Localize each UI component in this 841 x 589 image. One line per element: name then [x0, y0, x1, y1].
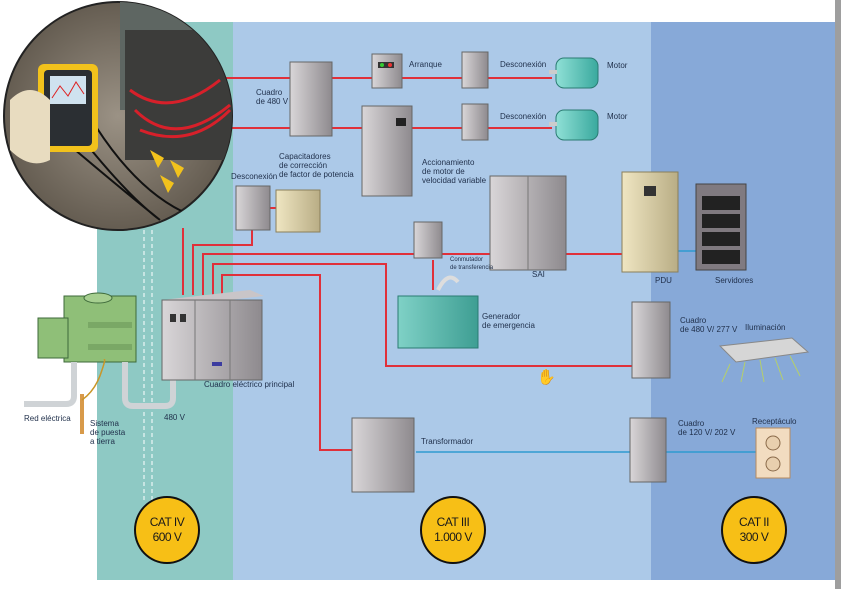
- cat-iii-badge: CAT III 1.000 V: [420, 496, 486, 564]
- cat-iv-voltage: 600 V: [152, 530, 182, 544]
- label-480v: 480 V: [164, 413, 185, 422]
- panel-480-277v: [631, 301, 671, 379]
- label-pdu: PDU: [655, 276, 672, 285]
- scrollbar[interactable]: [835, 0, 841, 589]
- label-sai: SAI: [532, 270, 545, 279]
- pdu-cabinet: [621, 171, 679, 273]
- cat-iii-name: CAT III: [436, 515, 470, 529]
- label-cuadro-480v: Cuadro de 480 V: [256, 88, 289, 106]
- label-desconexion-3: Desconexión: [231, 172, 278, 181]
- conduit-pipes: [24, 362, 176, 409]
- disconnect-2: [461, 103, 489, 141]
- label-conmutador: Conmutador de transferencia: [450, 257, 494, 271]
- label-motor-2: Motor: [607, 112, 628, 121]
- label-desconexion-2: Desconexión: [500, 112, 547, 121]
- cat-iii-voltage: 1.000 V: [434, 530, 472, 544]
- transfer-switch: [413, 221, 443, 259]
- panel-120-202v: [629, 417, 667, 483]
- label-generador: Generador de emergencia: [482, 312, 535, 330]
- disconnect-1: [461, 51, 489, 89]
- cat-iv-name: CAT IV: [149, 515, 185, 529]
- branch-lines: [416, 250, 756, 453]
- cat-iv-badge: CAT IV 600 V: [134, 496, 200, 564]
- cat-ii-zone: [651, 22, 835, 580]
- disconnect-3: [235, 185, 271, 231]
- label-cuadro-principal: Cuadro eléctrico principal: [204, 380, 295, 389]
- motor-starter: [371, 53, 403, 89]
- label-motor-1: Motor: [607, 61, 628, 70]
- dashed-service-lines: [143, 230, 153, 500]
- pf-capacitors: [275, 189, 321, 233]
- cat-ii-badge: CAT II 300 V: [721, 496, 787, 564]
- motor-1: [549, 57, 599, 89]
- main-switchboard: [161, 290, 264, 381]
- label-desconexion-1: Desconexión: [500, 60, 547, 69]
- hand-cursor-icon: ✋: [537, 369, 556, 386]
- label-cuadro-480-277v: Cuadro de 480 V/ 277 V: [680, 316, 738, 334]
- receptacle: [755, 427, 791, 479]
- emergency-generator: [397, 275, 479, 349]
- label-capacitadores: Capacitadores de corrección de factor de…: [279, 152, 354, 179]
- panel-480v: [289, 61, 333, 137]
- cat-ii-voltage: 300 V: [739, 530, 769, 544]
- label-red-electrica: Red eléctrica: [24, 414, 71, 423]
- label-iluminacion: Iluminación: [745, 323, 786, 332]
- motor-2: [549, 109, 599, 141]
- label-accionamiento: Accionamiento de motor de velocidad vari…: [422, 158, 487, 185]
- ups-cabinet: [489, 175, 567, 271]
- server-rack: [695, 183, 747, 271]
- label-cuadro-120-202v: Cuadro de 120 V/ 202 V: [678, 419, 736, 437]
- label-receptaculo: Receptáculo: [752, 417, 797, 426]
- label-arranque: Arranque: [409, 60, 442, 69]
- cat-ii-name: CAT II: [739, 515, 769, 529]
- lighting-fixture: [718, 337, 810, 383]
- label-transformador: Transformador: [421, 437, 474, 446]
- label-servidores: Servidores: [715, 276, 754, 285]
- utility-transformer: [37, 292, 137, 363]
- power-analyzer-photo: [3, 1, 233, 231]
- ground-wire: [81, 358, 106, 401]
- label-puesta-tierra: Sistema de puesta a tierra: [90, 419, 126, 446]
- dry-transformer: [351, 417, 415, 493]
- vfd-cabinet: [361, 105, 413, 197]
